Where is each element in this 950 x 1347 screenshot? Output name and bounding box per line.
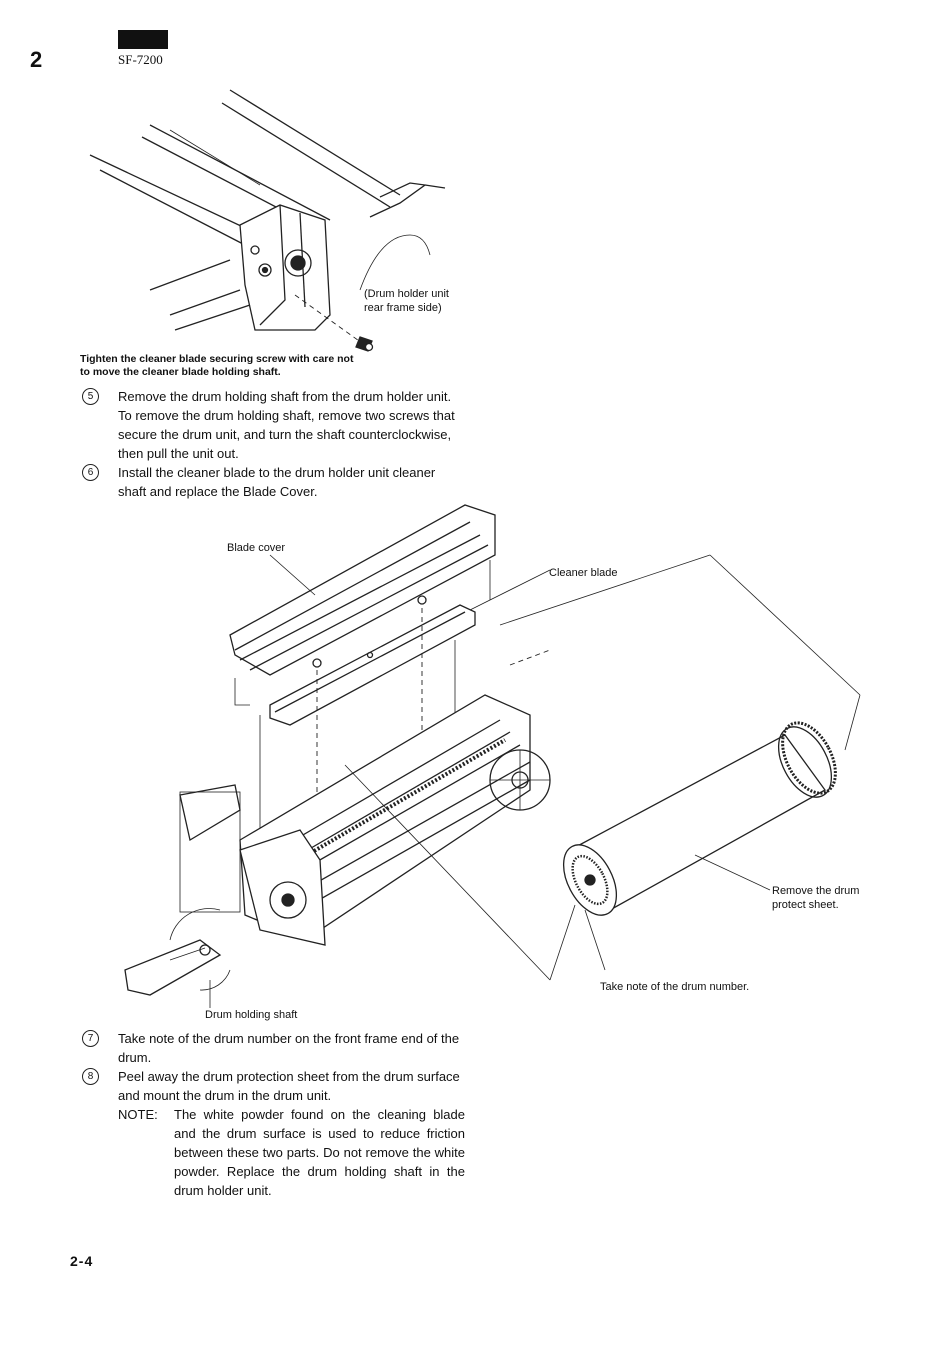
caption-tighten-screw: Tighten the cleaner blade securing screw…	[80, 353, 354, 378]
step-7-text: Take note of the drum number on the fron…	[118, 1031, 460, 1065]
section-number: 2	[30, 47, 43, 72]
step-number-6: 6	[82, 464, 99, 481]
step-8: 8 Peel away the drum protection sheet fr…	[82, 1067, 467, 1105]
step-number-7: 7	[82, 1030, 99, 1047]
label-remove-protect-sheet: Remove the drum protect sheet.	[772, 885, 860, 911]
step-8-text: Peel away the drum protection sheet from…	[118, 1069, 460, 1103]
step-6: 6 Install the cleaner blade to the drum …	[82, 463, 467, 501]
callout-rear-frame: (Drum holder unit rear frame side)	[364, 288, 449, 314]
note-block: NOTE: The white powder found on the clea…	[118, 1105, 465, 1200]
step-7: 7 Take note of the drum number on the fr…	[82, 1029, 467, 1067]
header-black-tab	[118, 30, 168, 49]
step-6-text: Install the cleaner blade to the drum ho…	[118, 465, 436, 499]
note-text: The white powder found on the cleaning b…	[174, 1107, 465, 1198]
note-label: NOTE:	[118, 1107, 158, 1122]
label-blade-cover: Blade cover	[227, 542, 286, 554]
label-cleaner-blade: Cleaner blade	[549, 567, 618, 579]
model-number: SF-7200	[118, 52, 163, 67]
drum-cylinder	[562, 721, 837, 916]
rear-frame-illustration	[89, 89, 446, 352]
label-drum-holding-shaft: Drum holding shaft	[205, 1009, 298, 1021]
drum-unit-exploded-view	[124, 504, 861, 1008]
step-5-text: Remove the drum holding shaft from the d…	[118, 389, 455, 461]
label-drum-number: Take note of the drum number.	[600, 981, 750, 993]
step-5: 5 Remove the drum holding shaft from the…	[82, 387, 467, 463]
step-number-8: 8	[82, 1068, 99, 1085]
page-number: 2-4	[70, 1253, 94, 1269]
step-number-5: 5	[82, 388, 99, 405]
